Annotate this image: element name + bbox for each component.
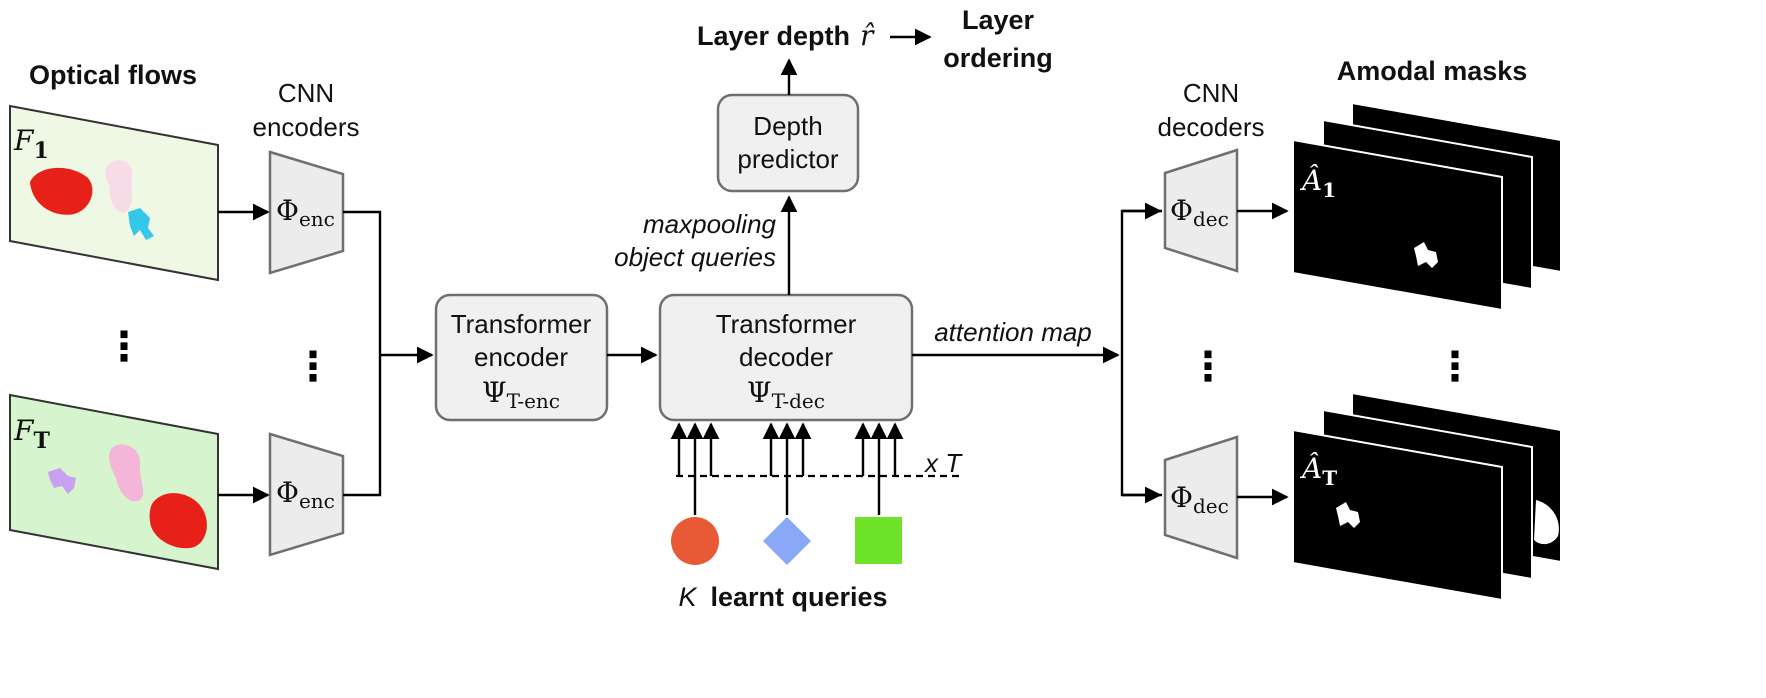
transformer-encoder-symbol: ΨT-enc (482, 376, 560, 413)
encoder-symbol: Φenc (276, 194, 335, 231)
cnn-decoder-first: Φdec (1163, 148, 1239, 273)
ellipsis-encoders: ⋮ (293, 345, 333, 389)
transformer-decoder-box: Transformer decoder ΨT-dec (658, 293, 914, 422)
circle-icon (671, 517, 719, 565)
transformer-decoder-line2: decoder (739, 342, 833, 372)
maxpooling-label-line1: maxpooling (643, 209, 777, 239)
transformer-encoder-box: Transformer encoder ΨT-enc (434, 293, 609, 422)
layer-depth-label: Layer depth (697, 21, 850, 51)
amodal-mask-stack-first: Â1 (1292, 101, 1562, 312)
cnn-encoders-title-line1: CNN (278, 78, 334, 108)
ellipsis-inputs: ⋮ (104, 325, 144, 369)
amodal-masks-title: Amodal masks (1337, 56, 1528, 86)
cnn-decoders-title-line1: CNN (1183, 78, 1239, 108)
transformer-decoder-symbol: ΨT-dec (747, 376, 825, 413)
cnn-decoders-title-line2: decoders (1158, 112, 1265, 142)
mask-label-last: ÂT (1299, 452, 1337, 490)
attention-map-label: attention map (934, 317, 1092, 347)
cnn-encoder-last: Φenc (268, 432, 345, 557)
mask-blob-edge (1534, 500, 1559, 545)
depth-predictor-box: Depth predictor (716, 93, 860, 193)
mask-label-first: Â1 (1299, 164, 1336, 202)
frame-label-first: F1 (13, 124, 49, 164)
decoder-symbol: Φdec (1170, 194, 1229, 231)
optical-flows-title: Optical flows (29, 60, 197, 90)
frame-label-last: FT (13, 414, 50, 454)
query-arrows: x T (670, 422, 964, 515)
animal-silhouette (1336, 502, 1360, 528)
ellipsis-masks: ⋮ (1435, 345, 1475, 389)
encoder-symbol: Φenc (276, 476, 335, 513)
flow-blob-red (30, 167, 93, 215)
flow-blob-pink (109, 444, 144, 502)
layer-depth-symbol: r̂ (860, 19, 875, 52)
square-icon (855, 517, 902, 564)
flow-blob-pink (105, 160, 133, 213)
flow-blob-violet (48, 468, 76, 494)
layer-ordering-line2: ordering (943, 43, 1053, 73)
transformer-decoder-line1: Transformer (716, 309, 857, 339)
depth-predictor-line1: Depth (753, 111, 822, 141)
optical-flow-frame-first: F1 (9, 104, 219, 282)
transformer-encoder-line2: encoder (474, 342, 568, 372)
flow-blob-cyan (128, 208, 154, 240)
animal-silhouette (1414, 242, 1438, 268)
optical-flow-frame-last: FT (9, 393, 219, 571)
encoder-merge-line (343, 210, 382, 497)
cnn-decoder-last: Φdec (1163, 435, 1239, 560)
depth-predictor-line2: predictor (737, 144, 838, 174)
decoder-split-line (1120, 209, 1162, 497)
maxpooling-label-line2: object queries (614, 242, 776, 272)
ellipsis-decoders: ⋮ (1188, 345, 1228, 389)
decoder-symbol: Φdec (1170, 481, 1229, 518)
layer-ordering-line1: Layer (962, 5, 1035, 35)
cnn-encoders-title-line2: encoders (253, 112, 360, 142)
diamond-icon (763, 517, 811, 565)
repeat-label: x T (923, 448, 963, 478)
flow-blob-red (149, 493, 207, 549)
amodal-mask-stack-last: ÂT (1292, 391, 1562, 602)
cnn-encoder-first: Φenc (268, 150, 345, 275)
transformer-encoder-line1: Transformer (451, 309, 592, 339)
